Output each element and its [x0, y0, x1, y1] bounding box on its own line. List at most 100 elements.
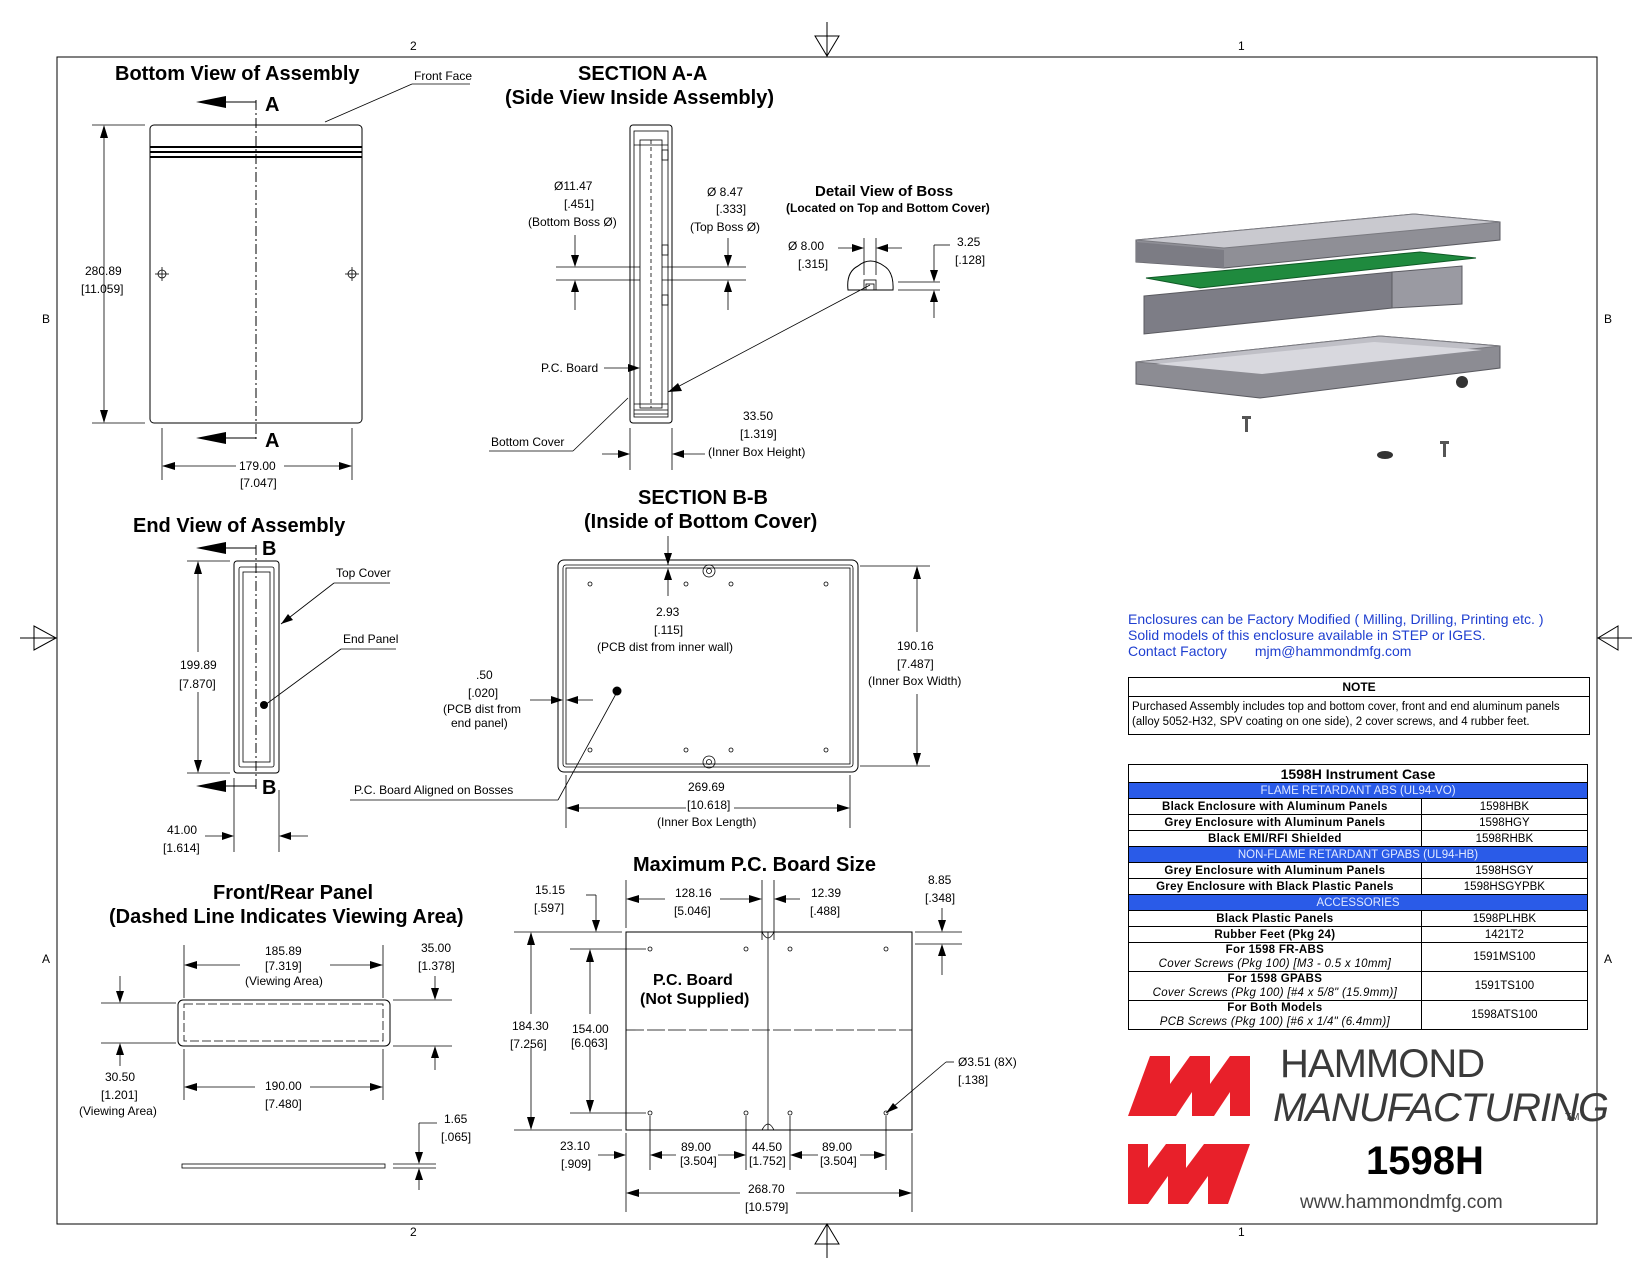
contact-email-link[interactable]: mjm@hammondmfg.com [1254, 643, 1412, 659]
view-height-desc: (Viewing Area) [79, 1104, 157, 1118]
parts-row: Black Enclosure with Aluminum Panels 1598… [1128, 798, 1589, 815]
part-description-sub: Cover Screws (Pkg 100) [#4 x 5/8" (15.9m… [1152, 987, 1398, 999]
inner-width-mm: 190.16 [897, 639, 934, 653]
aligned-label: P.C. Board Aligned on Bosses [354, 783, 513, 797]
inner-height-in: [1.319] [740, 427, 777, 441]
pcb-end-mm: .50 [476, 668, 493, 682]
d8-mm: 8.85 [928, 873, 952, 887]
parts-section-label: ACCESSORIES [1128, 894, 1588, 911]
d15-mm: 15.15 [535, 883, 565, 897]
pcb-wall-desc: (PCB dist from inner wall) [597, 640, 733, 654]
part-number: 1591TS100 [1420, 971, 1589, 1001]
inner-width-in: [7.487] [897, 657, 934, 671]
parts-table-title: 1598H Instrument Case [1128, 764, 1588, 783]
parts-section-row: ACCESSORIES [1128, 894, 1588, 911]
end-panel-label: End Panel [343, 632, 398, 646]
note-heading: NOTE [1129, 678, 1589, 697]
panel-width-in: [7.480] [265, 1097, 302, 1111]
detail-boss-title: Detail View of Boss [815, 183, 953, 200]
part-description: Grey Enclosure with Aluminum Panels [1128, 862, 1422, 879]
d128-mm: 128.16 [675, 886, 712, 900]
part-number: 1598HGY [1420, 814, 1589, 831]
detail-boss-subtitle: (Located on Top and Bottom Cover) [786, 201, 990, 215]
part-description-sub: Cover Screws (Pkg 100) [M3 - 0.5 x 10mm] [1158, 958, 1392, 970]
bottom-view-title: Bottom View of Assembly [115, 63, 360, 85]
part-number: 1591MS100 [1420, 942, 1589, 972]
top-boss-dia: Ø 8.47 [707, 185, 743, 199]
parts-row: Rubber Feet (Pkg 24) 1421T2 [1128, 926, 1589, 943]
section-aa-subtitle: (Side View Inside Assembly) [505, 87, 774, 109]
d154-mm: 154.00 [572, 1022, 609, 1036]
part-number: 1598RHBK [1420, 830, 1589, 847]
bottom-view: Bottom View of Assembly Front Face A A 2… [81, 63, 472, 490]
brand-line1: HAMMOND [1280, 1042, 1485, 1086]
d89b-mm: 89.00 [822, 1140, 852, 1154]
view-width-mm: 185.89 [265, 944, 302, 958]
view-height-mm: 30.50 [105, 1070, 135, 1084]
section-bb-title: SECTION B-B [638, 487, 768, 509]
end-view-title: End View of Assembly [133, 515, 346, 537]
section-aa: SECTION A-A (Side View Inside Assembly) … [489, 63, 871, 470]
note-text: Purchased Assembly includes top and bott… [1132, 701, 1560, 728]
panel-width-mm: 190.00 [265, 1079, 302, 1093]
end-view-height-in: [7.870] [179, 677, 216, 691]
part-description-main: Black Plastic Panels [1216, 912, 1334, 925]
pcb-wall-mm: 2.93 [656, 605, 680, 619]
part-description-main: Rubber Feet (Pkg 24) [1214, 928, 1336, 941]
part-description-main: For 1598 GPABS [1227, 973, 1323, 985]
d44-mm: 44.50 [752, 1140, 782, 1154]
pc-board-label: P.C. Board [541, 361, 598, 375]
zone-right-b: B [1604, 312, 1612, 326]
section-a-top: A [265, 94, 279, 116]
section-b-bottom: B [262, 777, 276, 799]
website-link[interactable]: www.hammondmfg.com [1300, 1192, 1503, 1213]
d268-mm: 268.70 [748, 1182, 785, 1196]
part-description: Black Plastic Panels [1128, 910, 1422, 927]
part-description-main: Grey Enclosure with Aluminum Panels [1164, 816, 1386, 829]
d89b-in: [3.504] [820, 1154, 857, 1168]
part-description: Grey Enclosure with Aluminum Panels [1128, 814, 1422, 831]
d44-in: [1.752] [749, 1154, 786, 1168]
part-description-sub: PCB Screws (Pkg 100) [#6 x 1/4" (6.4mm)] [1159, 1016, 1390, 1028]
d12-mm: 12.39 [811, 886, 841, 900]
hole-in: [.138] [958, 1073, 988, 1087]
boss-height: 3.25 [957, 235, 981, 249]
bottom-boss-dia: Ø11.47 [554, 179, 593, 193]
section-bb: SECTION B-B (Inside of Bottom Cover) 2.9… [350, 487, 961, 829]
part-description-main: For 1598 FR-ABS [1225, 944, 1325, 956]
hole-dia: Ø3.51 (8X) [958, 1055, 1017, 1069]
d8-in: [.348] [925, 891, 955, 905]
panel-height-in: [1.378] [418, 959, 455, 973]
bottom-boss-desc: (Bottom Boss Ø) [528, 215, 617, 229]
part-description: Black Enclosure with Aluminum Panels [1128, 798, 1422, 815]
d15-in: [.597] [534, 901, 564, 915]
info-line-modify: Enclosures can be Factory Modified ( Mil… [1128, 611, 1544, 627]
top-boss-desc: (Top Boss Ø) [690, 220, 760, 234]
zone-bottom-2: 2 [410, 1225, 417, 1239]
bottom-view-height-in: [11.059] [81, 282, 123, 296]
parts-table-title-row: 1598H Instrument Case [1128, 764, 1588, 783]
panel-height-mm: 35.00 [421, 941, 451, 955]
part-number: 1598HSGY [1420, 862, 1589, 879]
part-description-main: Black Enclosure with Aluminum Panels [1162, 800, 1388, 813]
inner-height-desc: (Inner Box Height) [708, 445, 805, 459]
part-description: Grey Enclosure with Black Plastic Panels [1128, 878, 1422, 895]
bottom-view-width-mm: 179.00 [239, 459, 276, 473]
part-description: For 1598 FR-ABS Cover Screws (Pkg 100) [M… [1128, 942, 1422, 972]
boss-dia-in: [.315] [798, 257, 828, 271]
trademark: TM [1565, 1112, 1580, 1123]
section-b-top: B [262, 538, 276, 560]
d184-in: [7.256] [510, 1037, 547, 1051]
part-number: 1421T2 [1420, 926, 1589, 943]
d89a-in: [3.504] [680, 1154, 717, 1168]
d89a-mm: 89.00 [681, 1140, 711, 1154]
d23-in: [.909] [561, 1157, 591, 1171]
part-number: 1598HBK [1420, 798, 1589, 815]
parts-section-label: FLAME RETARDANT ABS (UL94-VO) [1128, 782, 1588, 799]
boss-height-in: [.128] [955, 253, 985, 267]
